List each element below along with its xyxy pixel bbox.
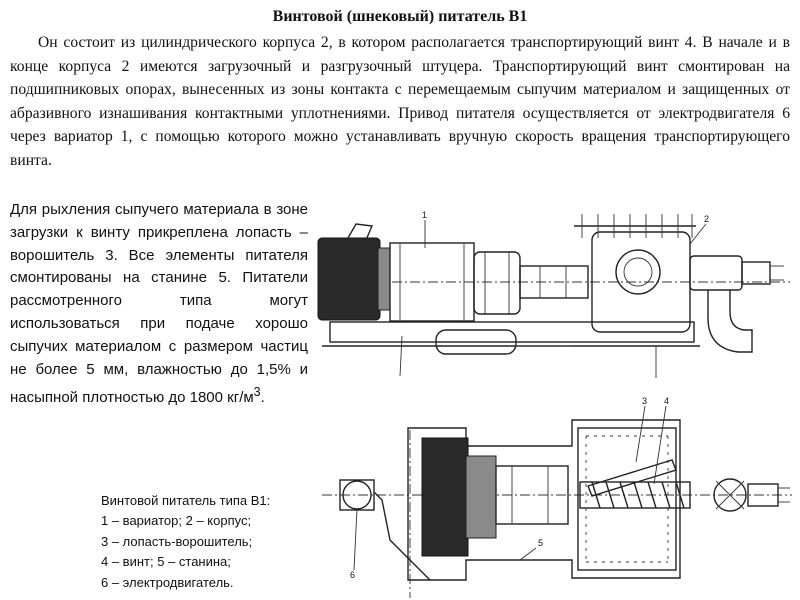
outlet-elbow [707,290,753,353]
label-2-top: 2 [704,214,709,224]
side-paragraph: Для рыхления сыпучего материала в зоне з… [10,199,308,410]
gearbox-plan [465,455,497,539]
intro-paragraph: Он состоит из цилиндрического корпуса 2,… [10,34,790,169]
motor-hood [347,223,374,241]
outlet-pipe-top [689,255,743,291]
label-6-plan: 6 [350,570,355,580]
end-cap-plan [747,483,779,507]
plan-view: 3 4 5 6 [322,396,792,598]
label-1-top: 1 [422,210,427,220]
caption-line-2: 3 – лопасть-ворошитель; [101,533,253,549]
caption-line-3: 4 – винт; 5 – станина; [101,554,231,570]
caption-line-1: 1 – вариатор; 2 – корпус; [101,513,252,529]
shaft-housing-plan [495,465,569,525]
motor-belt [373,491,431,581]
label-3-plan: 3 [642,396,647,406]
label-5-plan: 5 [538,538,543,548]
side-elevation-view: 1 2 [317,210,790,378]
side-paragraph-text: Для рыхления сыпучего материала в зоне з… [10,201,308,407]
drive-shaft-top [519,265,589,299]
side-paragraph-end: . [260,389,265,407]
base-frame-top [329,321,695,343]
base-slot-top [435,329,517,355]
feeder-body-plan [577,427,677,571]
superscript-3: 3 [253,385,261,400]
page-title: Винтовой (шнековый) питатель В1 [272,8,528,25]
outlet-circle-plan [713,478,747,512]
end-cap-top [741,261,771,285]
motor-coupling-top [377,247,391,311]
caption-line-4: 6 – электродвигатель. [101,574,234,590]
caption-heading: Винтовой питатель типа В1: [101,493,271,508]
paddle-agitator-plan [587,459,677,497]
label-4-plan: 4 [664,396,669,406]
motor-block-top [317,237,381,321]
figure-caption: Винтовой питатель типа В1: 1 – вариатор;… [101,491,331,593]
gear-housing-top [473,251,521,315]
variator-plan [421,437,469,557]
inlet-flange-circle [615,249,661,295]
